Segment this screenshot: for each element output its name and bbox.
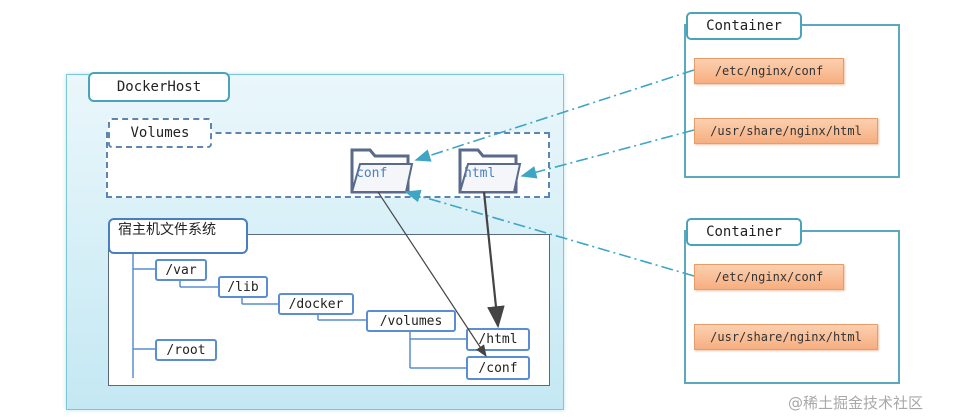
container-2-path-html: /usr/share/nginx/html bbox=[694, 324, 878, 350]
folder-conf-label: conf bbox=[356, 166, 388, 181]
tree-node-root: /root bbox=[155, 339, 217, 361]
host-filesystem-title: 宿主机文件系统 bbox=[108, 218, 248, 254]
container-2 bbox=[684, 230, 900, 384]
container-1 bbox=[684, 24, 900, 178]
container-1-path-html: /usr/share/nginx/html bbox=[694, 118, 878, 144]
link-html-to-host bbox=[482, 191, 505, 329]
mount-line-c2-conf bbox=[404, 189, 695, 277]
folder-html-label: html bbox=[464, 166, 496, 181]
container-2-title: Container bbox=[686, 218, 802, 246]
tree-node-lib: /lib bbox=[218, 276, 268, 298]
container-2-path-conf: /etc/nginx/conf bbox=[694, 264, 844, 290]
folder-html-icon bbox=[458, 148, 522, 194]
watermark: @稀土掘金技术社区 bbox=[788, 394, 924, 412]
link-conf-to-host bbox=[377, 191, 487, 358]
tree-node-conf: /conf bbox=[466, 356, 530, 380]
tree-node-volumes: /volumes bbox=[366, 310, 456, 332]
tree-node-docker: /docker bbox=[278, 293, 354, 315]
docker-host-title: DockerHost bbox=[88, 72, 230, 102]
tree-node-var: /var bbox=[155, 259, 207, 281]
volumes-title: Volumes bbox=[108, 118, 212, 148]
mount-line-c1-conf bbox=[414, 69, 695, 162]
mount-line-c1-html bbox=[520, 129, 695, 179]
container-1-path-conf: /etc/nginx/conf bbox=[694, 58, 844, 84]
container-1-title: Container bbox=[686, 12, 802, 40]
